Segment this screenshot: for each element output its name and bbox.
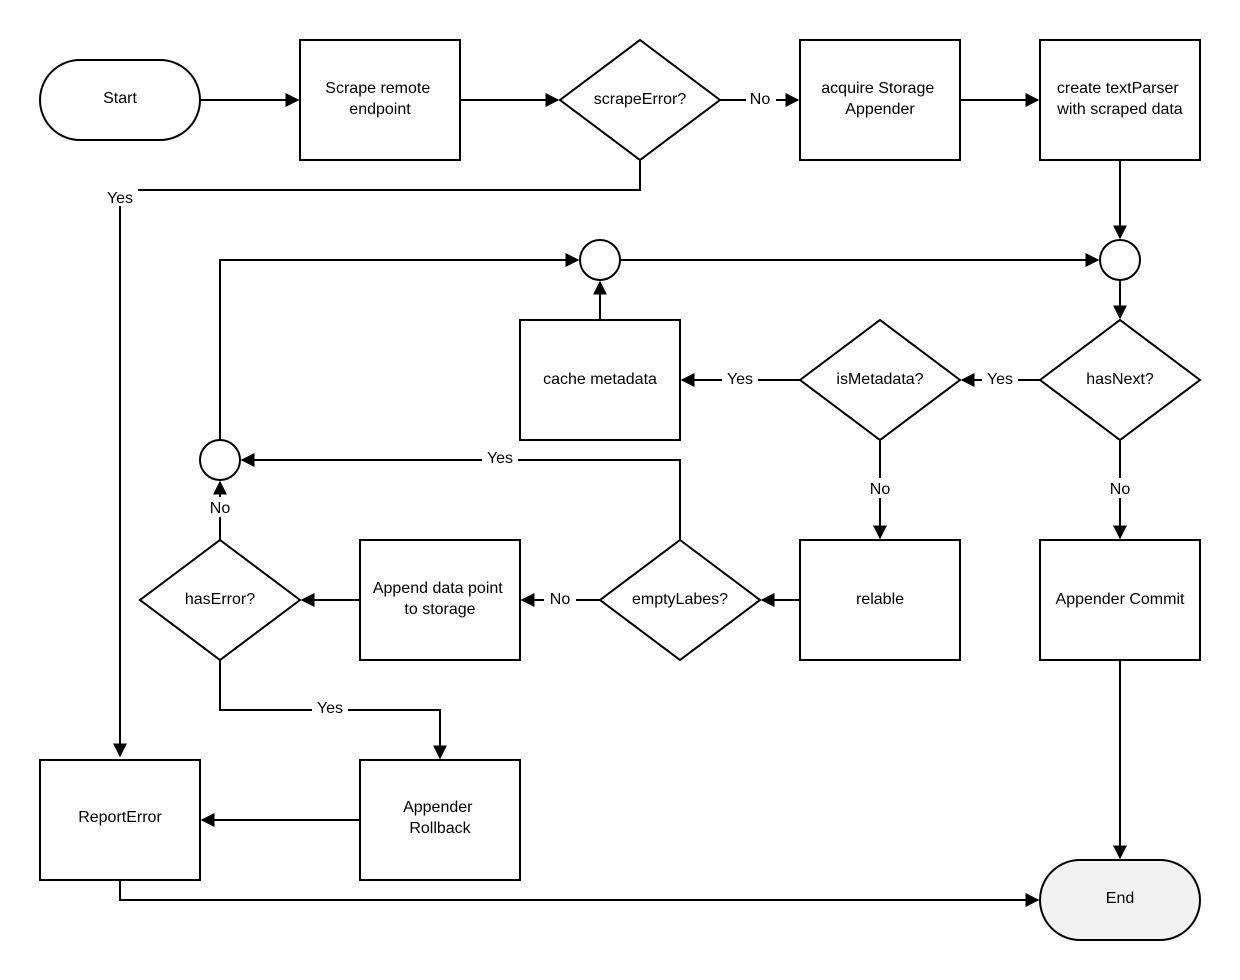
edge-label-is-metadata-no: No: [870, 481, 891, 498]
svg-text:Scrape remote endpoint: Scrape remote endpoint: [325, 80, 434, 118]
start-node: Start: [39, 59, 201, 141]
has-error-label: hasError?: [185, 591, 255, 608]
edge-label-empty-labels-yes: Yes: [487, 450, 513, 467]
edge-label-scrape-error-no: No: [750, 91, 771, 108]
appender-rollback-node: Appender Rollback: [359, 759, 521, 881]
scrape-label-line2: endpoint: [349, 101, 411, 118]
is-metadata-label: isMetadata?: [836, 371, 923, 388]
svg-text:Appender Rollback: Appender Rollback: [403, 799, 477, 837]
acquire-node: acquire Storage Appender: [799, 39, 961, 161]
cache-metadata-label: cache metadata: [543, 371, 657, 388]
empty-labels-decision: emptyLabes?: [598, 538, 762, 662]
append-node: Append data point to storage: [359, 539, 521, 661]
edge-empty-labels-yes: [240, 453, 681, 540]
edge-label-has-next-no: No: [1110, 481, 1131, 498]
report-error-label: ReportError: [78, 809, 162, 826]
appender-rollback-label-line2: Rollback: [409, 820, 471, 837]
has-next-label: hasNext?: [1086, 371, 1154, 388]
edge-label-empty-labels-no: No: [550, 591, 571, 608]
svg-text:acquire Storage Append: acquire Storage Appender: [821, 80, 938, 118]
relable-node: relable: [799, 539, 961, 661]
cache-metadata-node: cache metadata: [519, 319, 681, 441]
end-label: End: [1106, 890, 1134, 907]
svg-text:Append data point to s: Append data point to storage: [373, 580, 507, 618]
junction-right: [1099, 239, 1141, 281]
appender-commit-node: Appender Commit: [1039, 539, 1201, 661]
edge-labels: No Yes Yes Yes No No No Yes No Yes: [102, 89, 1136, 718]
create-parser-label-line1: create textParser: [1057, 80, 1180, 97]
has-next-decision: hasNext?: [1038, 318, 1202, 442]
junction-left: [199, 439, 241, 481]
edge-label-has-error-no: No: [210, 500, 231, 517]
scrape-error-label: scrapeError?: [594, 91, 687, 108]
empty-labels-label: emptyLabes?: [632, 591, 728, 608]
end-node: End: [1039, 859, 1201, 941]
appender-commit-label: Appender Commit: [1056, 591, 1186, 608]
appender-rollback-label-line1: Appender: [403, 799, 473, 816]
scrape-node: Scrape remote endpoint: [299, 39, 461, 161]
junction-mid: [579, 239, 621, 281]
acquire-label-line2: Appender: [845, 101, 915, 118]
edge-label-has-next-yes: Yes: [987, 371, 1013, 388]
append-label-line1: Append data point: [373, 580, 503, 597]
acquire-label-line1: acquire Storage: [821, 80, 934, 97]
create-parser-node: create textParser with scraped data: [1039, 39, 1201, 161]
scrape-label-line1: Scrape remote: [325, 80, 430, 97]
nodes: Start Scrape remote endpoint scrapeError…: [39, 38, 1202, 941]
edge-junction-left-to-junction-mid: [219, 253, 580, 440]
relable-label: relable: [856, 591, 904, 608]
scrape-error-decision: scrapeError?: [558, 38, 722, 162]
edge-scrape-error-yes: [113, 160, 641, 758]
edge-label-is-metadata-yes: Yes: [727, 371, 753, 388]
edges: [113, 93, 1127, 907]
edge-label-scrape-error-yes: Yes: [107, 190, 133, 207]
report-error-node: ReportError: [39, 759, 201, 881]
svg-text:create textParser with: create textParser with scraped data: [1056, 80, 1183, 118]
edge-label-has-error-yes: Yes: [317, 700, 343, 717]
edge-report-error-to-end: [119, 880, 1040, 907]
append-label-line2: to storage: [404, 601, 475, 618]
start-label: Start: [103, 90, 137, 107]
is-metadata-decision: isMetadata?: [798, 318, 962, 442]
has-error-decision: hasError?: [138, 538, 302, 662]
create-parser-label-line2: with scraped data: [1056, 101, 1183, 118]
